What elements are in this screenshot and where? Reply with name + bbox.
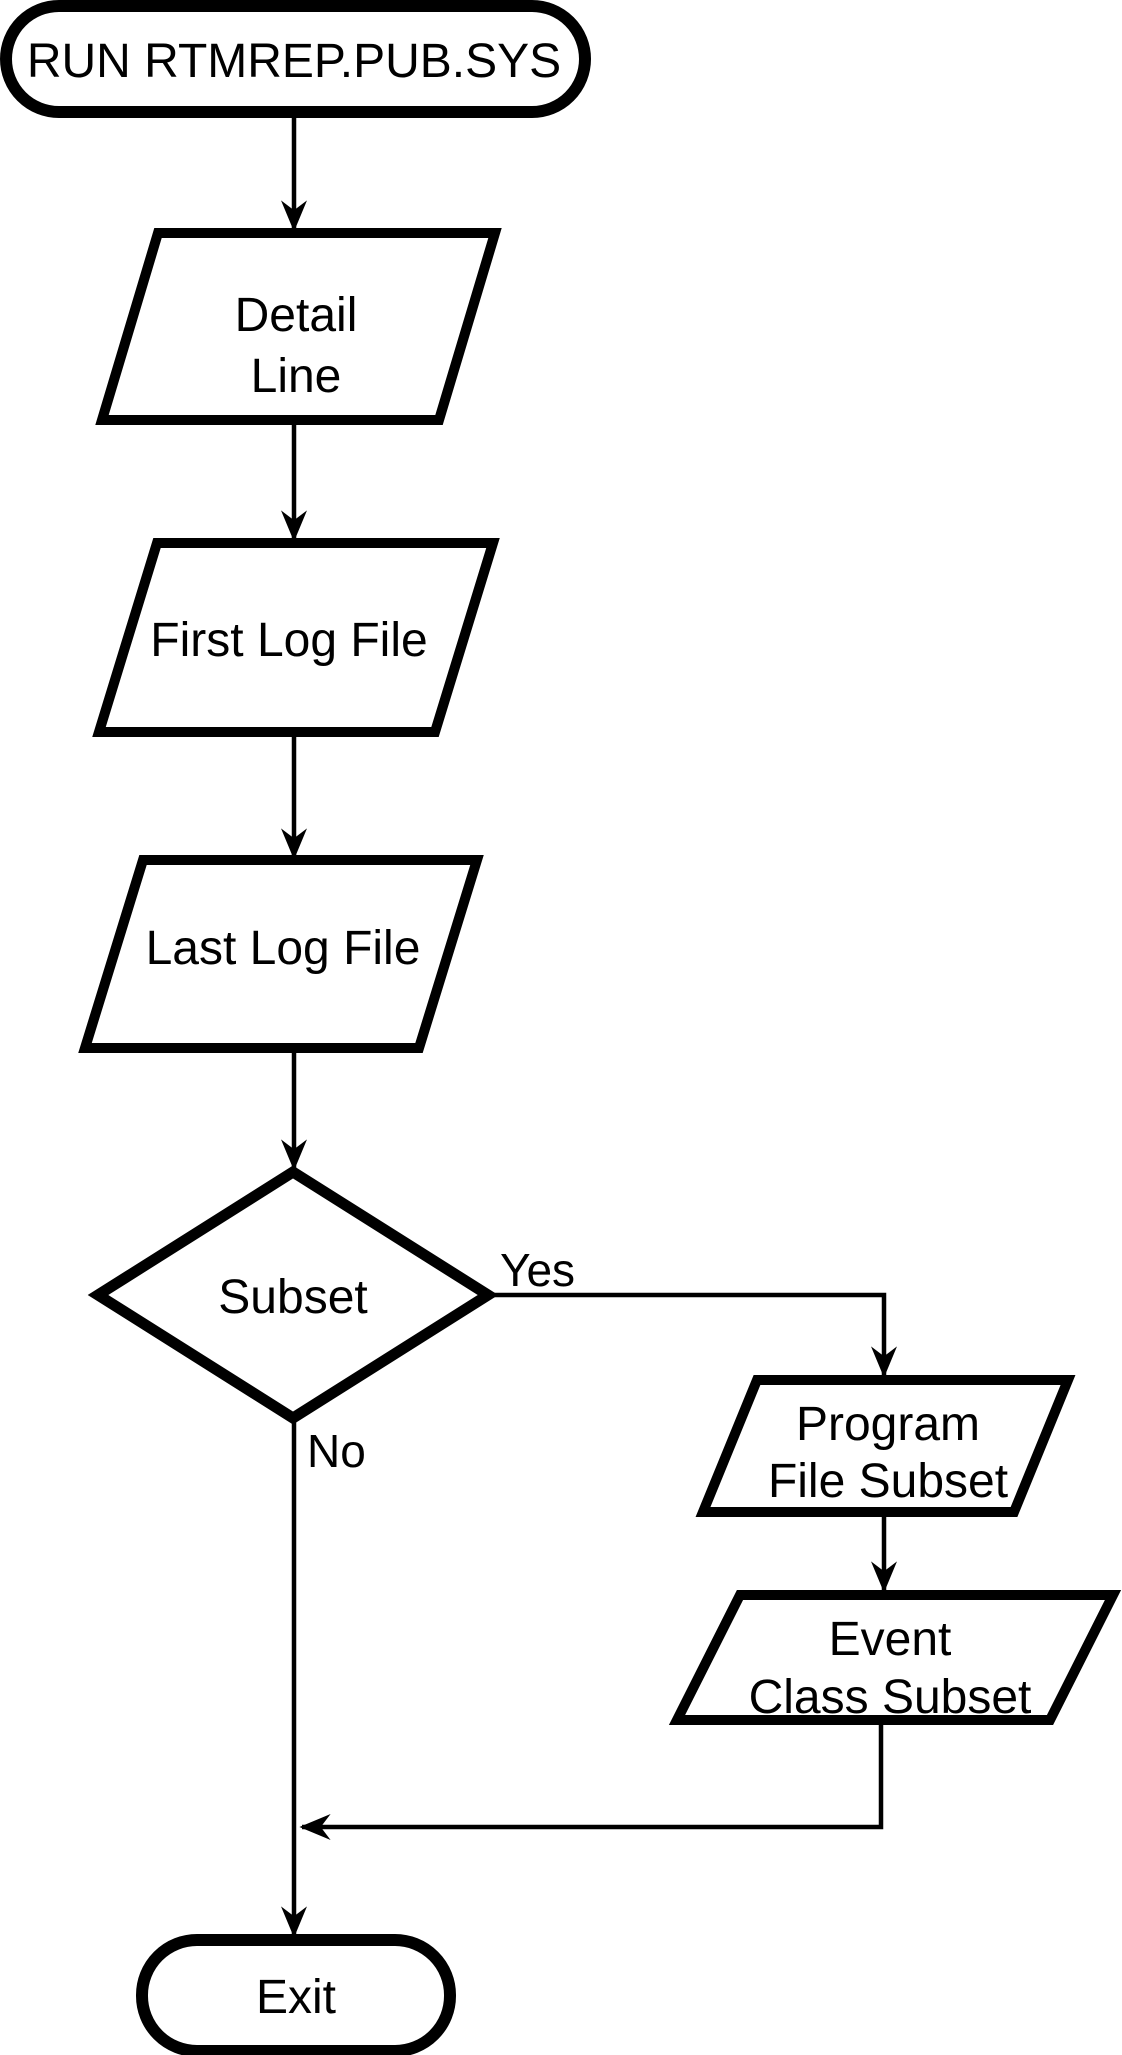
detail-line-label-line1: Detail: [235, 289, 358, 342]
exit-label: Exit: [256, 1971, 336, 2024]
edge-subset-yes-to-program-file-subset: [488, 1292, 897, 1378]
event-class-subset-parallelogram: [668, 1590, 1122, 1725]
program-file-subset-label-line2: File Subset: [768, 1455, 1008, 1508]
detail-line-parallelogram: [95, 228, 502, 425]
start-label: RUN RTMREP.PUB.SYS: [27, 35, 561, 88]
event-class-subset-label-line1: Event: [829, 1613, 952, 1666]
first-log-file-label: First Log File: [150, 614, 427, 667]
event-class-subset-label-line2: Class Subset: [749, 1671, 1032, 1724]
last-log-file-parallelogram: [78, 855, 484, 1053]
edge-event-class-subset-to-merge: [299, 1720, 884, 1840]
subset-decision-diamond: [87, 1165, 499, 1425]
no-edge-label: No: [307, 1425, 366, 1477]
exit-terminator: [136, 1934, 456, 2055]
first-log-file-parallelogram: [92, 538, 500, 737]
program-file-subset-parallelogram: [695, 1375, 1076, 1517]
start-terminator: [0, 0, 591, 118]
detail-line-label-line2: Line: [251, 350, 342, 403]
last-log-file-label: Last Log File: [146, 922, 421, 975]
yes-edge-label: Yes: [500, 1244, 575, 1296]
subset-label: Subset: [218, 1271, 367, 1324]
program-file-subset-label-line1: Program: [796, 1398, 980, 1451]
